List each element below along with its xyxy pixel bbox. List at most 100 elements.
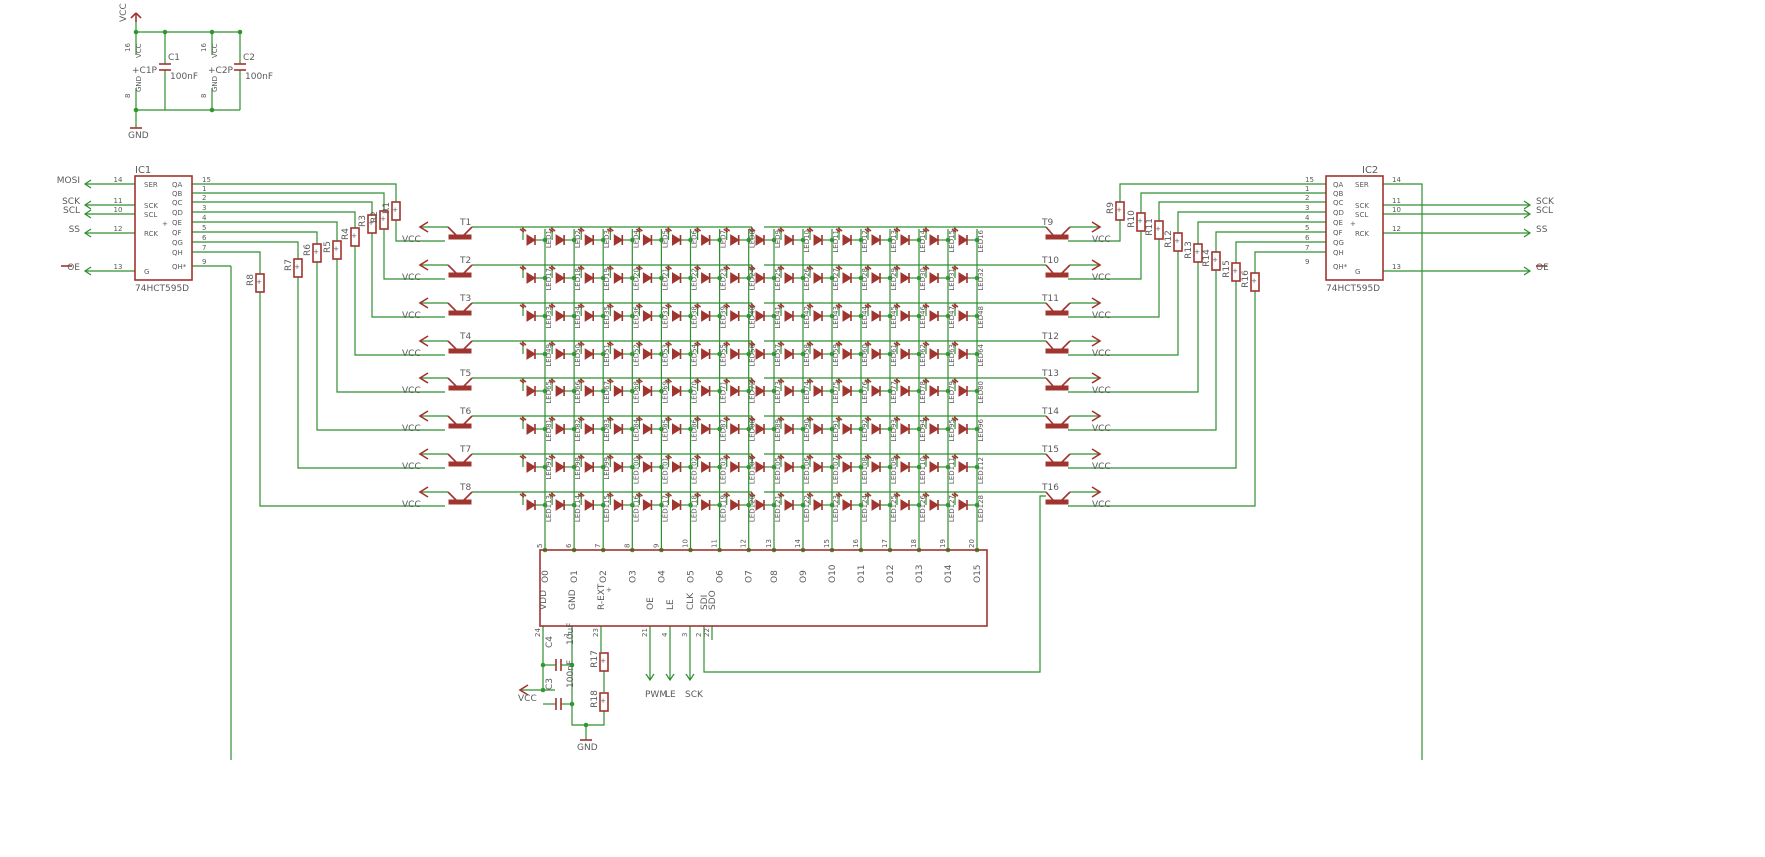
resistor-mark: + bbox=[1232, 267, 1238, 275]
led-15 bbox=[929, 234, 939, 246]
transistor-lead bbox=[1045, 415, 1054, 425]
vcc-arrow bbox=[418, 221, 429, 233]
led-ray bbox=[694, 493, 700, 498]
led-60 bbox=[842, 348, 852, 360]
transistor-lead bbox=[1061, 226, 1071, 236]
led-label-13: LED13 bbox=[890, 230, 898, 253]
junction-dot bbox=[974, 426, 980, 432]
led-ray bbox=[953, 492, 959, 497]
led-ray bbox=[696, 341, 702, 346]
led-3 bbox=[584, 234, 595, 246]
led-32 bbox=[958, 272, 968, 284]
driver-in-label-SDI: SDI bbox=[700, 595, 710, 610]
led-label-126: LED126 bbox=[919, 494, 927, 522]
resistor-mark: + bbox=[333, 245, 339, 253]
junction-dot bbox=[974, 275, 980, 281]
driver-out-label-O3: O3 bbox=[628, 570, 638, 583]
led-9 bbox=[755, 234, 765, 246]
base-trace bbox=[1068, 270, 1217, 431]
junction-dot bbox=[858, 275, 864, 281]
junction-dot bbox=[688, 464, 693, 470]
led-ray bbox=[922, 417, 928, 422]
led-ray bbox=[579, 227, 585, 232]
led-ray bbox=[608, 341, 614, 346]
net-label-SCL: SCL bbox=[1536, 206, 1553, 216]
junction-dot bbox=[717, 351, 722, 357]
base-trace bbox=[259, 292, 445, 507]
led-label-32: LED32 bbox=[977, 268, 985, 291]
junction-dot bbox=[829, 237, 835, 243]
junction-dot bbox=[717, 502, 722, 508]
led-label-77: LED77 bbox=[890, 381, 898, 404]
led-ray bbox=[635, 455, 641, 460]
led-49 bbox=[526, 348, 536, 360]
led-ray bbox=[837, 303, 843, 308]
vcc-label: VCC bbox=[402, 386, 421, 396]
led-ray bbox=[606, 304, 612, 309]
ic1-name: IC1 bbox=[135, 165, 151, 176]
transistor-T6 bbox=[448, 423, 472, 429]
ic2-in-num: 5 bbox=[1305, 224, 1309, 232]
junction-dot bbox=[688, 313, 693, 319]
led-label-20: LED20 bbox=[632, 268, 640, 291]
led-ray bbox=[665, 304, 670, 309]
led-17 bbox=[526, 272, 536, 284]
led-ray bbox=[694, 455, 700, 460]
vcc-label: VCC bbox=[1092, 500, 1111, 510]
led-ray bbox=[779, 265, 785, 270]
junction-dot bbox=[800, 351, 806, 357]
ic2-in-label: QA bbox=[1333, 181, 1344, 189]
ic1-out-label: QD bbox=[172, 209, 183, 217]
transistor-lead bbox=[447, 491, 457, 501]
led-68 bbox=[613, 385, 624, 397]
base-trace bbox=[1068, 251, 1179, 356]
led-label-114: LED114 bbox=[574, 494, 582, 522]
led-ray bbox=[606, 455, 612, 460]
transistor-T9 bbox=[1045, 234, 1069, 240]
led-61 bbox=[871, 348, 881, 360]
led-label-9: LED9 bbox=[774, 230, 782, 248]
vcc-label: VCC bbox=[402, 235, 421, 245]
junction-dot bbox=[569, 662, 575, 668]
led-120 bbox=[730, 499, 740, 511]
transistor-T12 bbox=[1045, 348, 1069, 354]
vcc-arrow-l bbox=[130, 12, 137, 19]
led-label-101: LED101 bbox=[661, 457, 669, 484]
junction-dot bbox=[800, 502, 806, 508]
led-ray bbox=[608, 303, 614, 308]
junction-dot bbox=[630, 313, 635, 319]
ic1-out-num: 7 bbox=[202, 244, 206, 252]
led-ray bbox=[665, 455, 670, 460]
led-21 bbox=[642, 272, 653, 284]
resistor-mark: + bbox=[294, 263, 300, 271]
led-label-10: LED10 bbox=[803, 230, 811, 253]
junction-dot bbox=[887, 351, 893, 357]
led-71 bbox=[701, 385, 711, 397]
led-70 bbox=[672, 385, 682, 397]
led-ray bbox=[837, 378, 843, 383]
led-ray bbox=[637, 265, 643, 270]
led-label-116: LED116 bbox=[632, 494, 640, 522]
led-ray bbox=[606, 493, 612, 498]
led-ray bbox=[548, 455, 554, 460]
transistor-lead bbox=[447, 415, 457, 425]
led-label-96: LED96 bbox=[977, 418, 985, 441]
ic1-out-trace bbox=[192, 211, 356, 228]
driver-out-label-O11: O11 bbox=[857, 564, 867, 583]
transistor-label-T9: T9 bbox=[1041, 218, 1053, 228]
resistor-mark: + bbox=[256, 278, 262, 286]
ic2-out-trace bbox=[1140, 192, 1326, 213]
led-ray bbox=[750, 303, 756, 308]
junction-dot bbox=[945, 237, 951, 243]
led-label-117: LED117 bbox=[661, 495, 669, 522]
led-label-68: LED68 bbox=[632, 381, 640, 404]
led-52 bbox=[613, 348, 624, 360]
led-ray bbox=[521, 303, 527, 308]
junction-dot bbox=[916, 464, 922, 470]
led-ray bbox=[637, 227, 643, 232]
led-label-118: LED118 bbox=[691, 495, 699, 522]
led-ray bbox=[779, 378, 785, 383]
led-label-76: LED76 bbox=[861, 380, 869, 403]
led-ray bbox=[864, 266, 870, 271]
junction-dot bbox=[600, 388, 606, 394]
